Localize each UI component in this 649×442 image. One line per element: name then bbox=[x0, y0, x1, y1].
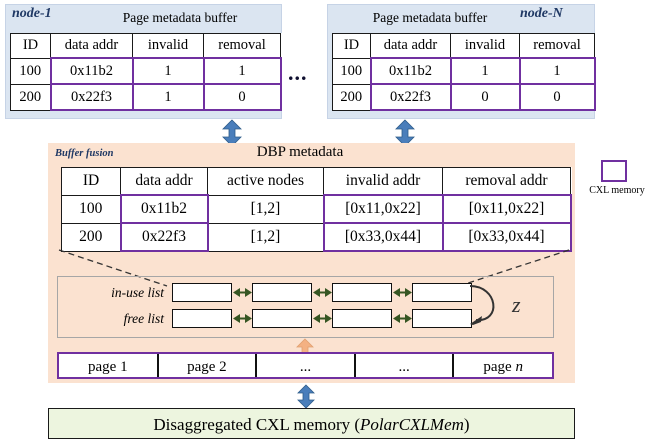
table-header-row: ID data addr active nodes invalid addr r… bbox=[61, 167, 571, 196]
col-active-nodes: active nodes bbox=[207, 167, 324, 196]
cell-data-addr: 0x22f3 bbox=[49, 83, 134, 111]
col-id: ID bbox=[332, 33, 371, 59]
cell-data-addr: 0x11b2 bbox=[49, 57, 134, 85]
legend-cxl-memory-swatch-icon bbox=[601, 160, 627, 182]
cell-removal: 0 bbox=[518, 83, 596, 111]
col-invalid: invalid bbox=[450, 33, 520, 59]
arrow-pages-to-cxl-memory bbox=[297, 384, 315, 409]
page-cell[interactable]: ... bbox=[256, 354, 355, 377]
cell-active-nodes: [1,2] bbox=[207, 222, 324, 252]
cell-removal: 0 bbox=[202, 83, 282, 111]
dashed-connector-left bbox=[58, 249, 168, 287]
legend-cxl-memory-label: CXL memory bbox=[589, 185, 645, 196]
bottom-text-prefix: Disaggregated CXL memory ( bbox=[153, 415, 361, 434]
list-item bbox=[412, 283, 472, 302]
table-row: 200 0x22f3 [1,2] [0x33,0x44] [0x33,0x44] bbox=[61, 222, 572, 252]
free-list-label: free list bbox=[123, 311, 164, 326]
cell-removal: 1 bbox=[202, 57, 282, 85]
col-id: ID bbox=[10, 33, 51, 59]
cell-id: 100 bbox=[332, 57, 371, 85]
list-item bbox=[172, 309, 232, 328]
node-n-table: ID data addr invalid removal 100 0x11b2 … bbox=[332, 33, 596, 111]
list-item bbox=[252, 283, 312, 302]
buffer-fusion-label: Buffer fusion bbox=[55, 148, 114, 159]
page-n-index: n bbox=[515, 359, 523, 375]
cell-invalid-addr: [0x33,0x44] bbox=[322, 222, 444, 252]
list-item bbox=[252, 309, 312, 328]
col-data-addr: data addr bbox=[370, 33, 451, 59]
list-item bbox=[332, 309, 392, 328]
recycle-arrow-icon bbox=[469, 285, 495, 325]
node-n-label: node-N bbox=[520, 6, 563, 21]
col-invalid: invalid bbox=[132, 33, 204, 59]
page-cell-last[interactable]: page n bbox=[453, 354, 552, 377]
list-item bbox=[332, 283, 392, 302]
list-container bbox=[57, 276, 554, 338]
list-link-arrow bbox=[313, 288, 332, 297]
cell-id: 100 bbox=[61, 194, 121, 224]
cell-invalid: 1 bbox=[131, 57, 205, 85]
col-data-addr: data addr bbox=[50, 33, 133, 59]
page-cell[interactable]: page 1 bbox=[59, 354, 158, 377]
list-link-arrow bbox=[393, 314, 412, 323]
list-link-arrow bbox=[233, 288, 252, 297]
cell-removal-addr: [0x33,0x44] bbox=[441, 222, 572, 252]
table-row: 100 0x11b2 1 1 bbox=[332, 57, 596, 85]
cell-data-addr: 0x22f3 bbox=[369, 83, 452, 111]
cell-id: 100 bbox=[10, 57, 51, 85]
cell-id: 200 bbox=[332, 83, 371, 111]
cell-data-addr: 0x11b2 bbox=[119, 194, 209, 224]
in-use-list-label: in-use list bbox=[111, 285, 164, 300]
disaggregated-cxl-memory-box: Disaggregated CXL memory (PolarCXLMem) bbox=[48, 408, 575, 439]
list-item bbox=[172, 283, 232, 302]
node-n-title: Page metadata buffer bbox=[372, 10, 488, 25]
page-cell[interactable]: ... bbox=[354, 354, 454, 377]
node-1-label: node-1 bbox=[12, 6, 52, 21]
bottom-text-italic: PolarCXLMem bbox=[360, 415, 464, 434]
list-link-arrow bbox=[313, 314, 332, 323]
table-header-row: ID data addr invalid removal bbox=[10, 33, 281, 59]
node-ellipsis: ... bbox=[288, 60, 308, 85]
cell-active-nodes: [1,2] bbox=[207, 194, 324, 224]
node-1-title: Page metadata buffer bbox=[122, 10, 238, 25]
list-item bbox=[412, 309, 472, 328]
cell-data-addr: 0x11b2 bbox=[369, 57, 452, 85]
cell-removal-addr: [0x11,0x22] bbox=[441, 194, 572, 224]
table-row: 100 0x11b2 1 1 bbox=[10, 57, 282, 85]
cell-invalid: 0 bbox=[449, 83, 521, 111]
list-link-arrow bbox=[233, 314, 252, 323]
cell-data-addr: 0x22f3 bbox=[119, 222, 209, 252]
table-header-row: ID data addr invalid removal bbox=[332, 33, 595, 59]
cell-invalid: 1 bbox=[449, 57, 521, 85]
sleep-z-glyph: z bbox=[512, 292, 521, 317]
cell-invalid-addr: [0x11,0x22] bbox=[322, 194, 444, 224]
col-data-addr: data addr bbox=[120, 167, 208, 196]
node-1-table: ID data addr invalid removal 100 0x11b2 … bbox=[10, 33, 282, 111]
dbp-metadata-title: DBP metadata bbox=[256, 144, 344, 160]
page-cell[interactable]: page 2 bbox=[157, 354, 257, 377]
col-invalid-addr: invalid addr bbox=[323, 167, 443, 196]
col-removal: removal bbox=[519, 33, 595, 59]
cell-id: 200 bbox=[61, 222, 121, 252]
dbp-metadata-table: ID data addr active nodes invalid addr r… bbox=[61, 167, 572, 252]
table-row: 100 0x11b2 [1,2] [0x11,0x22] [0x11,0x22] bbox=[61, 194, 572, 224]
col-removal: removal bbox=[203, 33, 281, 59]
cell-invalid: 1 bbox=[131, 83, 205, 111]
table-row: 200 0x22f3 0 0 bbox=[332, 83, 596, 111]
pages-row: page 1 page 2 ... ... page n bbox=[57, 352, 554, 379]
bottom-text-suffix: ) bbox=[463, 415, 470, 434]
col-id: ID bbox=[61, 167, 121, 196]
col-removal-addr: removal addr bbox=[442, 167, 571, 196]
list-link-arrow bbox=[393, 288, 412, 297]
cell-id: 200 bbox=[10, 83, 51, 111]
cell-removal: 1 bbox=[518, 57, 596, 85]
table-row: 200 0x22f3 1 0 bbox=[10, 83, 282, 111]
